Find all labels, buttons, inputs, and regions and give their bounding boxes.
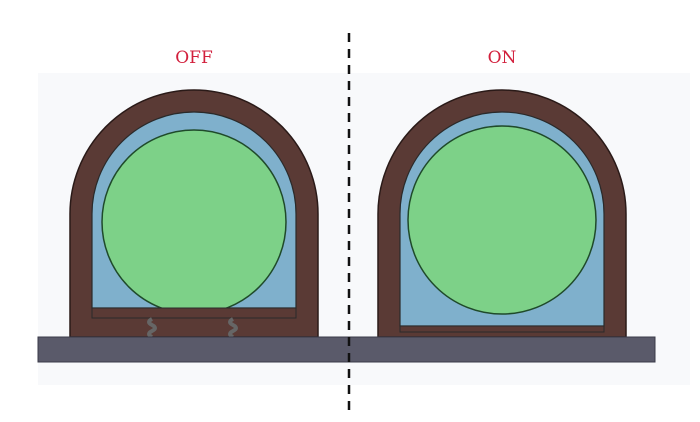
off-label: OFF <box>175 48 213 68</box>
base-bar <box>37 336 656 363</box>
off-plate <box>91 307 297 319</box>
off-ball <box>101 129 287 315</box>
on-ball <box>407 125 597 315</box>
off-device <box>69 89 319 339</box>
spring-icon <box>228 317 238 339</box>
on-device <box>377 89 627 338</box>
on-label: ON <box>488 48 517 68</box>
spring-icon <box>147 317 157 339</box>
on-plate <box>399 325 605 333</box>
